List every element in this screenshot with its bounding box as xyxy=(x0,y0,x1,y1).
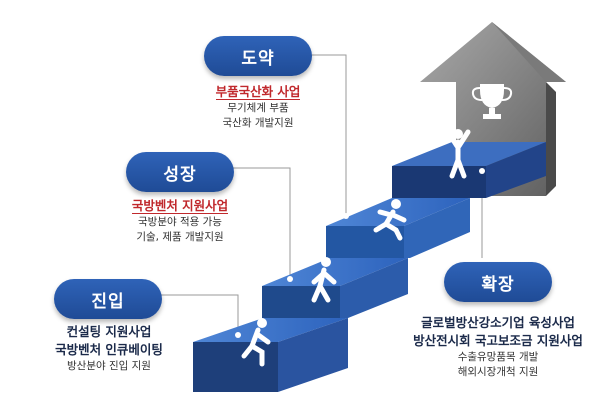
stage-pill-entry: 진입 xyxy=(54,279,162,319)
step-dots xyxy=(235,168,485,338)
step-1 xyxy=(193,318,348,392)
entry-sub-1: 방산분야 진입 지원 xyxy=(67,360,151,373)
stage-growth-text: 국방벤처 지원사업 국방분야 적용 가능 기술, 제품 개발지원 xyxy=(105,197,255,246)
expand-sub-1: 수출유망품목 개발 xyxy=(457,351,539,364)
leap-line-1: 부품국산화 사업 xyxy=(215,84,301,100)
person-run-icon xyxy=(373,199,407,241)
growth-sub-2: 기술, 제품 개발지원 xyxy=(136,231,224,244)
trophy-icon xyxy=(471,84,513,119)
entry-line-1: 컨설팅 지원사업 xyxy=(66,324,152,339)
leap-sub-1: 무기체계 부품 xyxy=(227,102,289,115)
stage-leap-text: 부품국산화 사업 무기체계 부품 국산화 개발지원 xyxy=(183,83,333,132)
step-3 xyxy=(326,198,470,258)
expand-sub-2: 해외시장개척 지원 xyxy=(457,366,539,379)
stage-pill-leap: 도약 xyxy=(204,36,312,76)
stage-pill-growth: 성장 xyxy=(126,152,234,192)
person-walk-icon xyxy=(311,257,337,303)
entry-line-2: 국방벤처 인큐베이팅 xyxy=(55,342,163,358)
leap-sub-2: 국산화 개발지원 xyxy=(222,117,294,130)
person-crouch-icon xyxy=(241,318,271,367)
growth-line-1: 국방벤처 지원사업 xyxy=(131,198,229,214)
stage-pill-expand: 확장 xyxy=(444,262,552,302)
step-2 xyxy=(262,258,408,318)
stage-entry-text: 컨설팅 지원사업 국방벤처 인큐베이팅 방산분야 진입 지원 xyxy=(44,323,174,374)
expand-line-2: 방산전시회 국고보조금 지원사업 xyxy=(413,333,583,349)
person-cheer-icon xyxy=(445,129,471,179)
stage-expand-text: 글로벌방산강소기업 육성사업 방산전시회 국고보조금 지원사업 수출유망품목 개… xyxy=(398,314,598,381)
expand-line-1: 글로벌방산강소기업 육성사업 xyxy=(421,315,575,330)
growth-sub-1: 국방분야 적용 가능 xyxy=(138,216,222,229)
